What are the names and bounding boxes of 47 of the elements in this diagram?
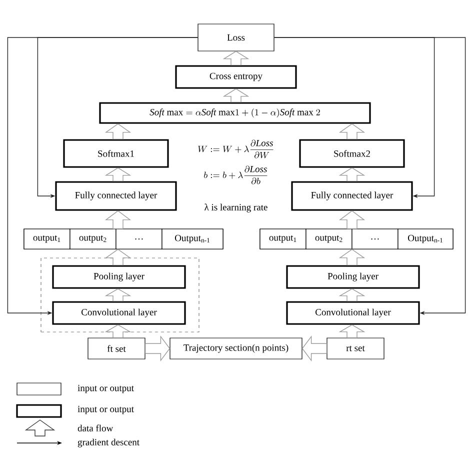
arrow <box>274 37 435 198</box>
data-flow-arrow <box>338 324 366 338</box>
dashed-group-box <box>40 258 200 332</box>
data-flow-arrow <box>338 167 366 182</box>
layer-box: Convolutional layer <box>52 301 186 325</box>
layer-box: Pooling layer <box>286 265 420 289</box>
data-flow-arrow <box>104 288 132 302</box>
data-flow-arrow <box>338 288 366 302</box>
layer-box: Softmax2 <box>299 139 405 168</box>
layer-box: Fully connected layer <box>55 181 177 211</box>
formula: $W := W + \lambda \frac{\partial \mathit{Loss}}{\partial W}$ <box>198 140 274 158</box>
legend-text: input or output <box>78 384 134 394</box>
table-cell: output$_{2}$ <box>306 228 352 250</box>
table-cell: … <box>352 228 398 250</box>
io-box: Trajectory section(n points) <box>170 338 302 360</box>
data-flow-arrow <box>104 324 132 338</box>
layer-box: Cross entropy <box>175 65 297 89</box>
data-flow-arrow <box>104 210 132 230</box>
layer-box: Pooling layer <box>52 265 186 289</box>
layer-box: $\mathit{Soft}\ \mathrm{max} = \alpha\mathit{Soft}\ \mathrm{max}1 + (1-\alpha)\mathit{Soft}\ \mathrm{max}\ 2$ <box>99 102 371 124</box>
data-flow-arrow <box>338 123 366 140</box>
note-text: λ is learning rate <box>204 204 268 212</box>
legend-text: data flow <box>78 424 114 432</box>
data-flow-arrow <box>104 123 132 140</box>
legend-text: input or output <box>78 406 134 414</box>
table-cell: output$_{1}$ <box>24 228 70 250</box>
table-cell: output$_{2}$ <box>70 228 116 250</box>
data-flow-arrow <box>104 248 132 266</box>
data-flow-arrow <box>302 335 328 362</box>
table-cell: … <box>116 228 162 250</box>
table-cell: Output$_{n-1}$ <box>398 228 454 250</box>
layer-box: Softmax1 <box>63 139 169 168</box>
data-flow-arrow <box>338 210 366 230</box>
io-box: rt set <box>326 338 384 360</box>
data-flow-arrow <box>222 50 250 66</box>
data-flow-arrow <box>104 167 132 182</box>
io-box: ft set <box>88 338 146 360</box>
legend-text: gradient descent <box>78 438 140 448</box>
data-flow-arrow <box>222 88 250 103</box>
data-flow-arrow <box>144 335 170 362</box>
layer-box: Convolutional layer <box>286 301 420 325</box>
layer-box: Fully connected layer <box>291 181 413 211</box>
table-cell: Output$_{n-1}$ <box>162 228 224 250</box>
data-flow-arrow <box>338 248 366 266</box>
io-box: Loss <box>198 24 274 52</box>
formula: $b := b + \lambda \frac{\partial \mathit{Loss}}{\partial b}$ <box>204 166 268 184</box>
table-cell: output$_{1}$ <box>260 228 306 250</box>
